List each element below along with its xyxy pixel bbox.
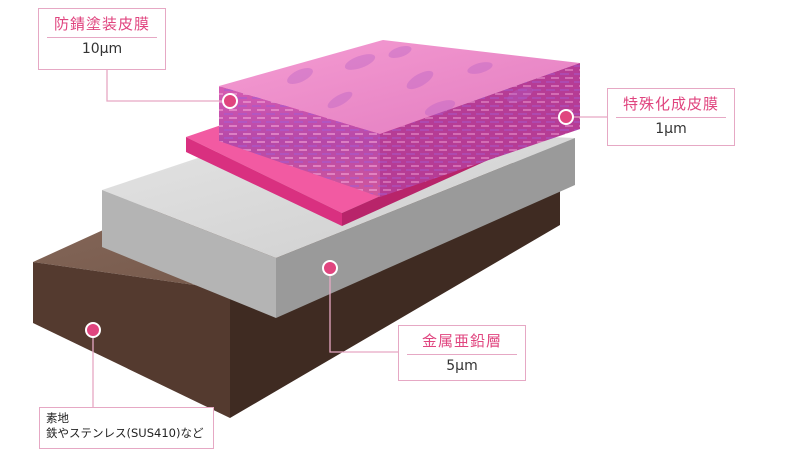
label-divider bbox=[616, 117, 726, 118]
callout-dots bbox=[85, 93, 574, 338]
base-material-desc: 鉄やステンレス(SUS410)など bbox=[46, 426, 204, 440]
label-divider bbox=[407, 354, 517, 355]
special-coating-label: 特殊化成皮膜 1μm bbox=[607, 88, 735, 146]
zinc-layer-label: 金属亜鉛層 5μm bbox=[398, 325, 526, 381]
label-divider bbox=[47, 37, 157, 38]
zinc-layer-thickness: 5μm bbox=[446, 358, 478, 374]
base-material-name: 素地 bbox=[46, 411, 69, 425]
special-coating-thickness: 1μm bbox=[655, 121, 687, 137]
antirust-coating-thickness: 10μm bbox=[81, 41, 123, 57]
base-material-label: 素地 鉄やステンレス(SUS410)など bbox=[39, 407, 214, 449]
zinc-layer-name: 金属亜鉛層 bbox=[421, 332, 502, 350]
special-coating-name: 特殊化成皮膜 bbox=[622, 95, 719, 113]
antirust-coating-layer bbox=[219, 40, 580, 197]
antirust-coating-name: 防錆塗装皮膜 bbox=[53, 15, 150, 33]
antirust-coating-label: 防錆塗装皮膜 10μm bbox=[38, 8, 166, 70]
